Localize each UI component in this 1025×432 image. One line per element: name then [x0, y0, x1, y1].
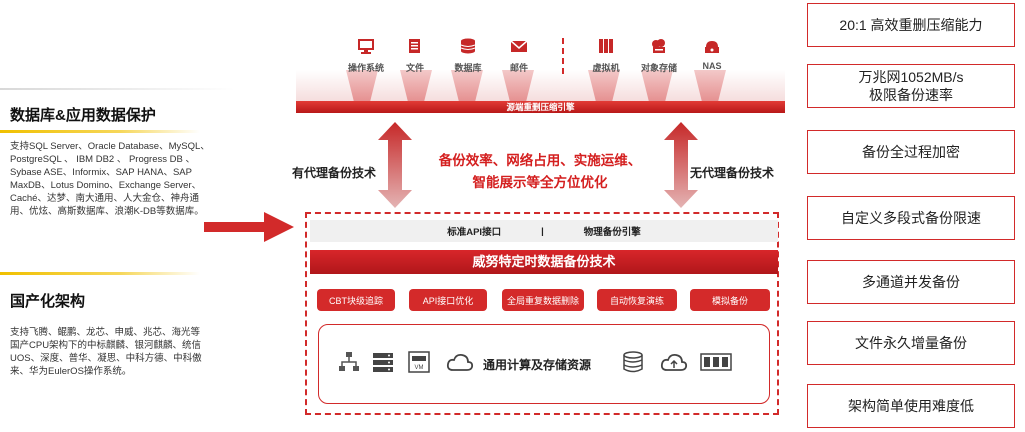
storage-array-icon: [700, 353, 732, 371]
desc-line: 支持飞腾、鲲鹏、龙芯、申威、兆芯、海光等: [10, 327, 201, 338]
api-interface-label: 标准API接口: [447, 227, 502, 238]
api-row-separator: |: [541, 225, 544, 237]
nas-icon: [705, 41, 719, 53]
desc-line: PostgreSQL 、 IBM DB2 、 Progress DB 、: [10, 154, 195, 165]
server-rack-icon: [599, 39, 613, 53]
api-interface-row: 标准API接口 | 物理备份引擎: [310, 220, 778, 242]
source-object-storage: 对象存储: [633, 38, 685, 74]
desc-line: 来、华为EulerOS操作系统。: [10, 366, 132, 377]
cloud-storage-icon: [652, 39, 665, 53]
source-group-divider: [562, 38, 564, 74]
database-icon: [460, 38, 476, 54]
source-label: 邮件: [509, 63, 528, 73]
database-section-title: 数据库&应用数据保护: [10, 107, 156, 124]
desc-line: 用、优炫、高斯数据库、浪潮K-DB等数据库。: [10, 206, 204, 217]
feature-text: 自定义多段式备份限速: [841, 210, 981, 226]
feature-text: 架构简单使用难度低: [848, 398, 974, 414]
domestic-section-title: 国产化架构: [10, 293, 86, 310]
desc-line: Caché、达梦、南大通用、人大金仓、神舟通: [10, 193, 199, 204]
compute-storage-label: 通用计算及存储资源: [483, 358, 592, 372]
feature-box-simple: 架构简单使用难度低: [807, 384, 1015, 428]
storage-disk-icon: [623, 351, 643, 373]
up-down-arrow-icon: [378, 122, 412, 208]
highlight-line: 智能展示等全方位优化: [472, 175, 608, 190]
optimization-highlight: 备份效率、网络占用、实施运维、 智能展示等全方位优化: [420, 150, 660, 194]
domestic-section-desc: 支持飞腾、鲲鹏、龙芯、申威、兆芯、海光等 国产CPU架构下的中标麒麟、银河麒麟、…: [10, 326, 220, 378]
timed-backup-tech-bar: 威努特定时数据备份技术: [310, 250, 778, 274]
feature-box-incremental: 文件永久增量备份: [807, 321, 1015, 365]
database-section-desc: 支持SQL Server、Oracle Database、MySQL、 Post…: [10, 140, 220, 218]
feature-box-multichannel: 多通道并发备份: [807, 260, 1015, 304]
source-label: 文件: [405, 63, 424, 73]
agent-backup-label: 有代理备份技术: [292, 166, 377, 180]
source-os: 操作系统: [340, 38, 392, 74]
database-title-underline: [0, 130, 200, 133]
source-label: NAS: [702, 61, 722, 71]
domestic-title-topline: [0, 272, 200, 275]
feature-pill-dedupe: 全局重复数据删除: [502, 289, 584, 311]
source-label: 操作系统: [347, 63, 384, 73]
feature-box-encryption: 备份全过程加密: [807, 130, 1015, 174]
feature-box-compression: 20:1 高效重删压缩能力: [807, 3, 1015, 47]
resources-panel: [318, 324, 770, 404]
vm-icon: VM: [408, 351, 430, 373]
feature-text: 万兆网1052MB/s: [858, 69, 964, 85]
monitor-icon: [358, 39, 374, 54]
desc-line: Sybase ASE、Informix、SAP HANA、SAP: [10, 167, 192, 178]
top-divider: [0, 88, 235, 90]
right-arrow-icon: [204, 212, 294, 242]
source-vm: 虚拟机: [580, 38, 632, 74]
dedupe-engine-bar: 源端重删压缩引擎: [296, 101, 785, 113]
source-database: 数据库: [442, 38, 494, 74]
feature-pill-recovery: 自动恢复演练: [597, 289, 677, 311]
cloud-upload-icon: [660, 353, 688, 371]
svg-text:VM: VM: [415, 365, 424, 371]
network-nodes-icon: [339, 352, 359, 371]
feature-text: 20:1 高效重删压缩能力: [839, 17, 983, 33]
feature-pill-simulate: 模拟备份: [690, 289, 770, 311]
source-label: 对象存储: [640, 63, 677, 73]
desc-line: UOS、深度、普华、凝思、中科方德、中科傲: [10, 353, 202, 364]
feature-pill-api: API接口优化: [409, 289, 487, 311]
feature-box-speed: 万兆网1052MB/s 极限备份速率: [807, 64, 1015, 108]
mail-icon: [510, 40, 528, 52]
feature-text: 备份全过程加密: [862, 144, 960, 160]
feature-text: 多通道并发备份: [862, 274, 960, 290]
source-mail: 邮件: [493, 38, 545, 74]
backup-platform-panel: [305, 212, 779, 415]
feature-text: 文件永久增量备份: [855, 335, 967, 351]
source-label: 数据库: [454, 63, 482, 73]
desc-line: 支持SQL Server、Oracle Database、MySQL、: [10, 141, 210, 152]
source-nas: NAS: [686, 38, 738, 71]
source-file: 文件: [389, 38, 441, 74]
source-label: 虚拟机: [592, 63, 620, 73]
server-icon: [373, 353, 393, 372]
feature-pill-cbt: CBT块级追踪: [317, 289, 395, 311]
file-icon: [409, 39, 420, 53]
feature-text: 极限备份速率: [869, 87, 953, 103]
cloud-icon: [446, 353, 474, 371]
desc-line: 国产CPU架构下的中标麒麟、银河麒麟、统信: [10, 340, 202, 351]
highlight-line: 备份效率、网络占用、实施运维、: [438, 153, 642, 168]
desc-line: MaxDB、Lotus Domino、Exchange Server、: [10, 180, 202, 191]
physical-engine-label: 物理备份引擎: [583, 227, 641, 238]
up-down-arrow-icon: [664, 122, 698, 208]
feature-box-rate-limit: 自定义多段式备份限速: [807, 196, 1015, 240]
agentless-backup-label: 无代理备份技术: [690, 166, 775, 180]
source-funnels: [296, 70, 785, 102]
